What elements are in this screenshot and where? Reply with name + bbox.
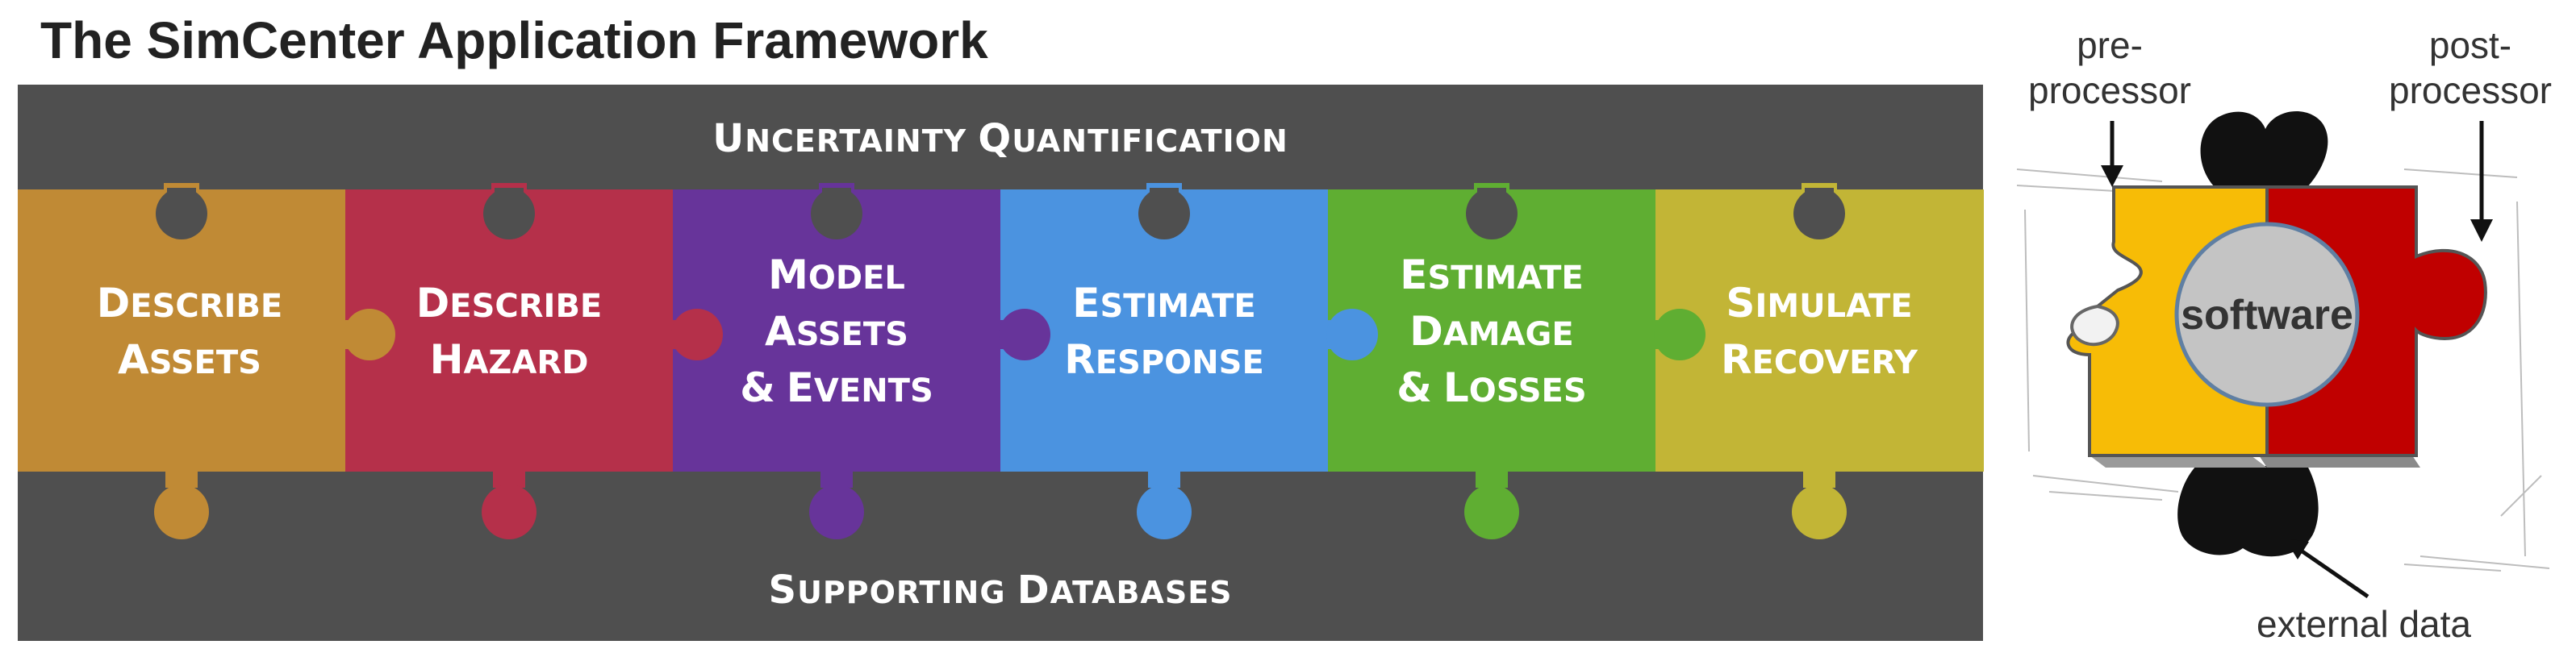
puzzle-piece-label: ESTIMATE [1072,280,1255,326]
puzzle-piece-label: & LOSSES [1397,364,1586,411]
puzzle-side-knob [1326,309,1378,360]
puzzle-side-knob [671,309,723,360]
puzzle-piece-label: DESCRIBE [416,280,603,326]
puzzle-piece-label: DESCRIBE [97,280,283,326]
figure-title: The SimCenter Application Framework [40,11,988,69]
puzzle-piece-label: HAZARD [430,336,589,383]
software-puzzle-diagram: software pre- processor post- processor … [2016,24,2552,645]
puzzle-piece-label: MODEL [768,252,905,298]
puzzle-bottom-tab [1792,485,1847,539]
pre-processor-label-line2: processor [2028,69,2191,111]
puzzle-piece-label: ASSETS [765,308,908,355]
puzzle-piece-1 [345,183,674,539]
software-label: software [2181,292,2353,339]
uncertainty-quantification-label: UNCERTAINTY QUANTIFICATION [712,116,1288,161]
post-processor-label-line1: post- [2429,24,2511,66]
puzzle-bottom-tab [809,485,864,539]
supporting-databases-band [18,472,1983,641]
puzzle-pieces: DESCRIBE ASSETS DESCRIBE HAZARD MODEL ASSETS &… [18,183,1984,539]
puzzle-piece-label: ESTIMATE [1400,252,1583,298]
puzzle-bottom-tab [1137,485,1192,539]
puzzle-piece-label: RECOVERY [1721,336,1918,383]
external-data-arrow [2285,539,2369,599]
puzzle-side-knob [999,309,1050,360]
puzzle-piece-label: ASSETS [118,336,261,383]
puzzle-piece-label: RESPONSE [1064,336,1264,383]
puzzle-bottom-tab [1464,485,1519,539]
puzzle-piece-label: DAMAGE [1409,308,1573,355]
bottom-connector-tab [2177,466,2319,557]
puzzle-piece-5 [1655,183,1984,539]
puzzle-framework: DESCRIBE ASSETS DESCRIBE HAZARD MODEL ASSETS &… [18,85,1984,641]
puzzle-piece-4 [1328,183,1656,539]
post-processor-label-line2: processor [2389,69,2552,111]
puzzle-piece-2 [673,183,1001,539]
puzzle-bottom-tab [154,485,209,539]
software-circle [2174,222,2360,407]
puzzle-side-knob [1654,309,1706,360]
top-connector-tab [2200,111,2328,187]
post-processor-arrow [2470,121,2493,242]
puzzle-piece-label: SIMULATE [1726,280,1912,326]
supporting-databases-label: SUPPORTING DATABASES [768,568,1232,613]
puzzle-piece-label: & EVENTS [740,364,933,411]
puzzle-piece-0 [18,183,346,539]
puzzle-bottom-tab [482,485,536,539]
pre-processor-label-line1: pre- [2077,24,2143,66]
external-data-label: external data [2257,603,2471,645]
pre-processor-arrow [2101,121,2123,187]
puzzle-side-knob [344,309,395,360]
puzzle-piece-3 [1000,183,1329,539]
uncertainty-quantification-band [18,85,1983,189]
